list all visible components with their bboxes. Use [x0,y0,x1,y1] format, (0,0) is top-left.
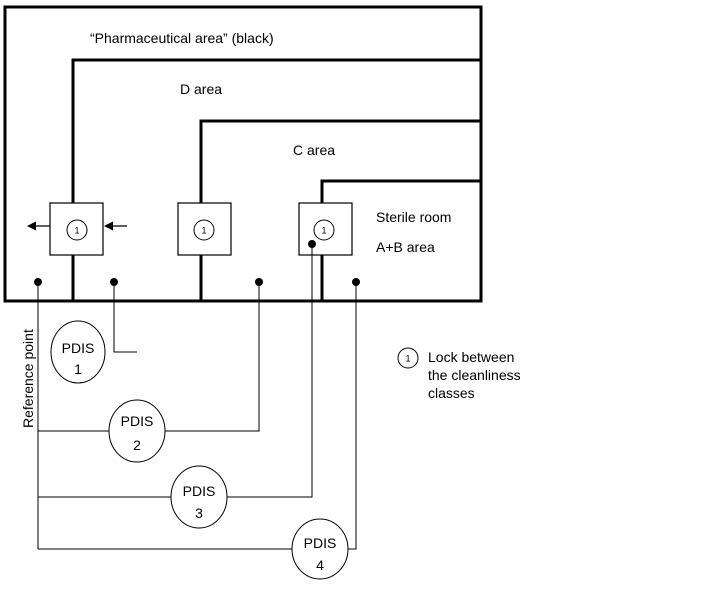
lock-box-2: 1 [177,202,232,256]
pdis-3-title: PDIS [183,483,216,499]
sterile-room-label: Sterile room [376,209,451,225]
lock-1-number: 1 [74,226,79,236]
pdis-2-number: 2 [133,437,141,453]
airflow-in-arrow [104,221,127,231]
pdis-3-dot [308,240,316,248]
pdis-4: PDIS 4 [291,518,349,580]
pdis-3-line-right [227,244,313,498]
lock-box-3: 1 [298,202,353,256]
pdis-4-dot [352,278,360,286]
reference-point-label: Reference point [20,329,36,428]
pdis-1: PDIS 1 [50,320,106,384]
lock-box-1: 1 [49,202,104,256]
pdis-3: PDIS 3 [170,465,228,529]
legend: 1 Lock between the cleanliness classes [397,347,521,401]
pdis-4-title: PDIS [304,535,337,551]
legend-line-1: Lock between [428,349,514,365]
reference-point-dot [34,278,42,286]
pharma-area-label: “Pharmaceutical area” (black) [90,30,274,46]
legend-symbol-number: 1 [405,354,410,364]
pdis-2-dot [255,278,263,286]
pdis-1-number: 1 [74,361,82,377]
pdis-2-line-right [165,282,260,432]
c-area-label: C area [293,142,335,158]
ab-area-boundary [320,179,481,301]
pdis-2-title: PDIS [121,413,154,429]
lock-3-number: 1 [321,226,326,236]
d-area-label: D area [180,81,222,97]
legend-line-2: the cleanliness [428,367,521,383]
pdis-4-number: 4 [316,557,324,573]
ab-area-label: A+B area [376,239,435,255]
pdis-4-line-right [348,282,357,550]
pdis-1-dot [110,278,118,286]
airflow-out-arrow [27,221,50,231]
pdis-1-line [113,282,137,353]
lock-2-number: 1 [201,226,206,236]
pdis-2: PDIS 2 [108,399,166,463]
legend-lock-symbol [397,347,419,369]
outer-boundary [3,5,483,303]
pdis-1-title: PDIS [62,340,95,356]
legend-line-3: classes [428,385,475,401]
pdis-3-number: 3 [195,505,203,521]
